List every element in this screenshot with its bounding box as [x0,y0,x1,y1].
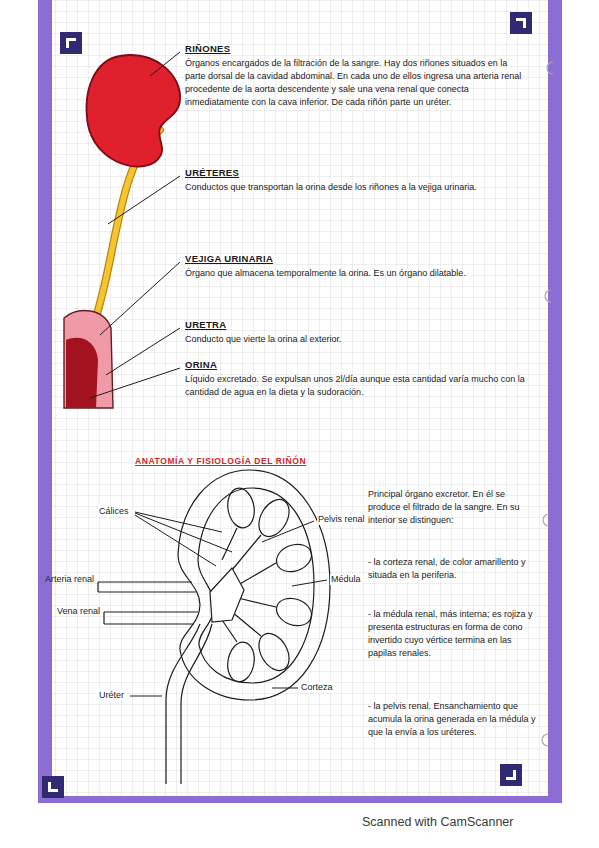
corner-markers [42,12,532,798]
part-label: Corteza [300,682,334,693]
section-heading: RIÑONES [185,42,230,55]
section-heading: URÉTERES [185,166,239,179]
leader-lines [90,52,180,398]
description-text: Órgano que almacena temporalmente la ori… [185,267,530,280]
bullet-text: - la corteza renal, de color amarillento… [368,556,538,582]
ring-holes [542,62,553,746]
description-text: Principal órgano excretor. En él se prod… [368,488,538,527]
part-label: Uréter [98,690,125,701]
part-label: Arteria renal [40,574,94,585]
bullet-text: - la pelvis renal. Ensanchamiento que ac… [368,700,538,739]
description-text: Conducto que vierte la orina al exterior… [185,333,530,346]
description-text: Órganos encargados de la filtración de l… [185,57,530,109]
bladder-drawing [64,311,113,408]
section-heading: URETRA [185,318,226,331]
kidney-drawing [87,55,181,167]
paper [52,0,548,796]
grid [52,0,548,796]
bladder-inner [66,338,98,408]
page-frame [38,0,562,803]
part-label: Médula [330,574,362,585]
description-text: Líquido excretado. Se expulsan unos 2l/d… [185,373,530,399]
part-label: Cálices [98,506,130,517]
description-text: Conductos que transportan la orina desde… [185,181,530,194]
bullet-text: - la médula renal, más interna; es rojiz… [368,608,538,660]
part-label: Vena renal [52,606,100,617]
part-label: Pelvis renal [317,514,366,525]
kidney-section-drawing [98,470,330,784]
section-heading: ORINA [185,358,217,371]
leader-lines [130,512,327,696]
section-heading: VEJIGA URINARIA [185,252,273,265]
section-title: ANATOMÍA Y FISIOLOGÍA DEL RIÑÓN [135,455,306,468]
watermark: Scanned with CamScanner [362,816,513,829]
